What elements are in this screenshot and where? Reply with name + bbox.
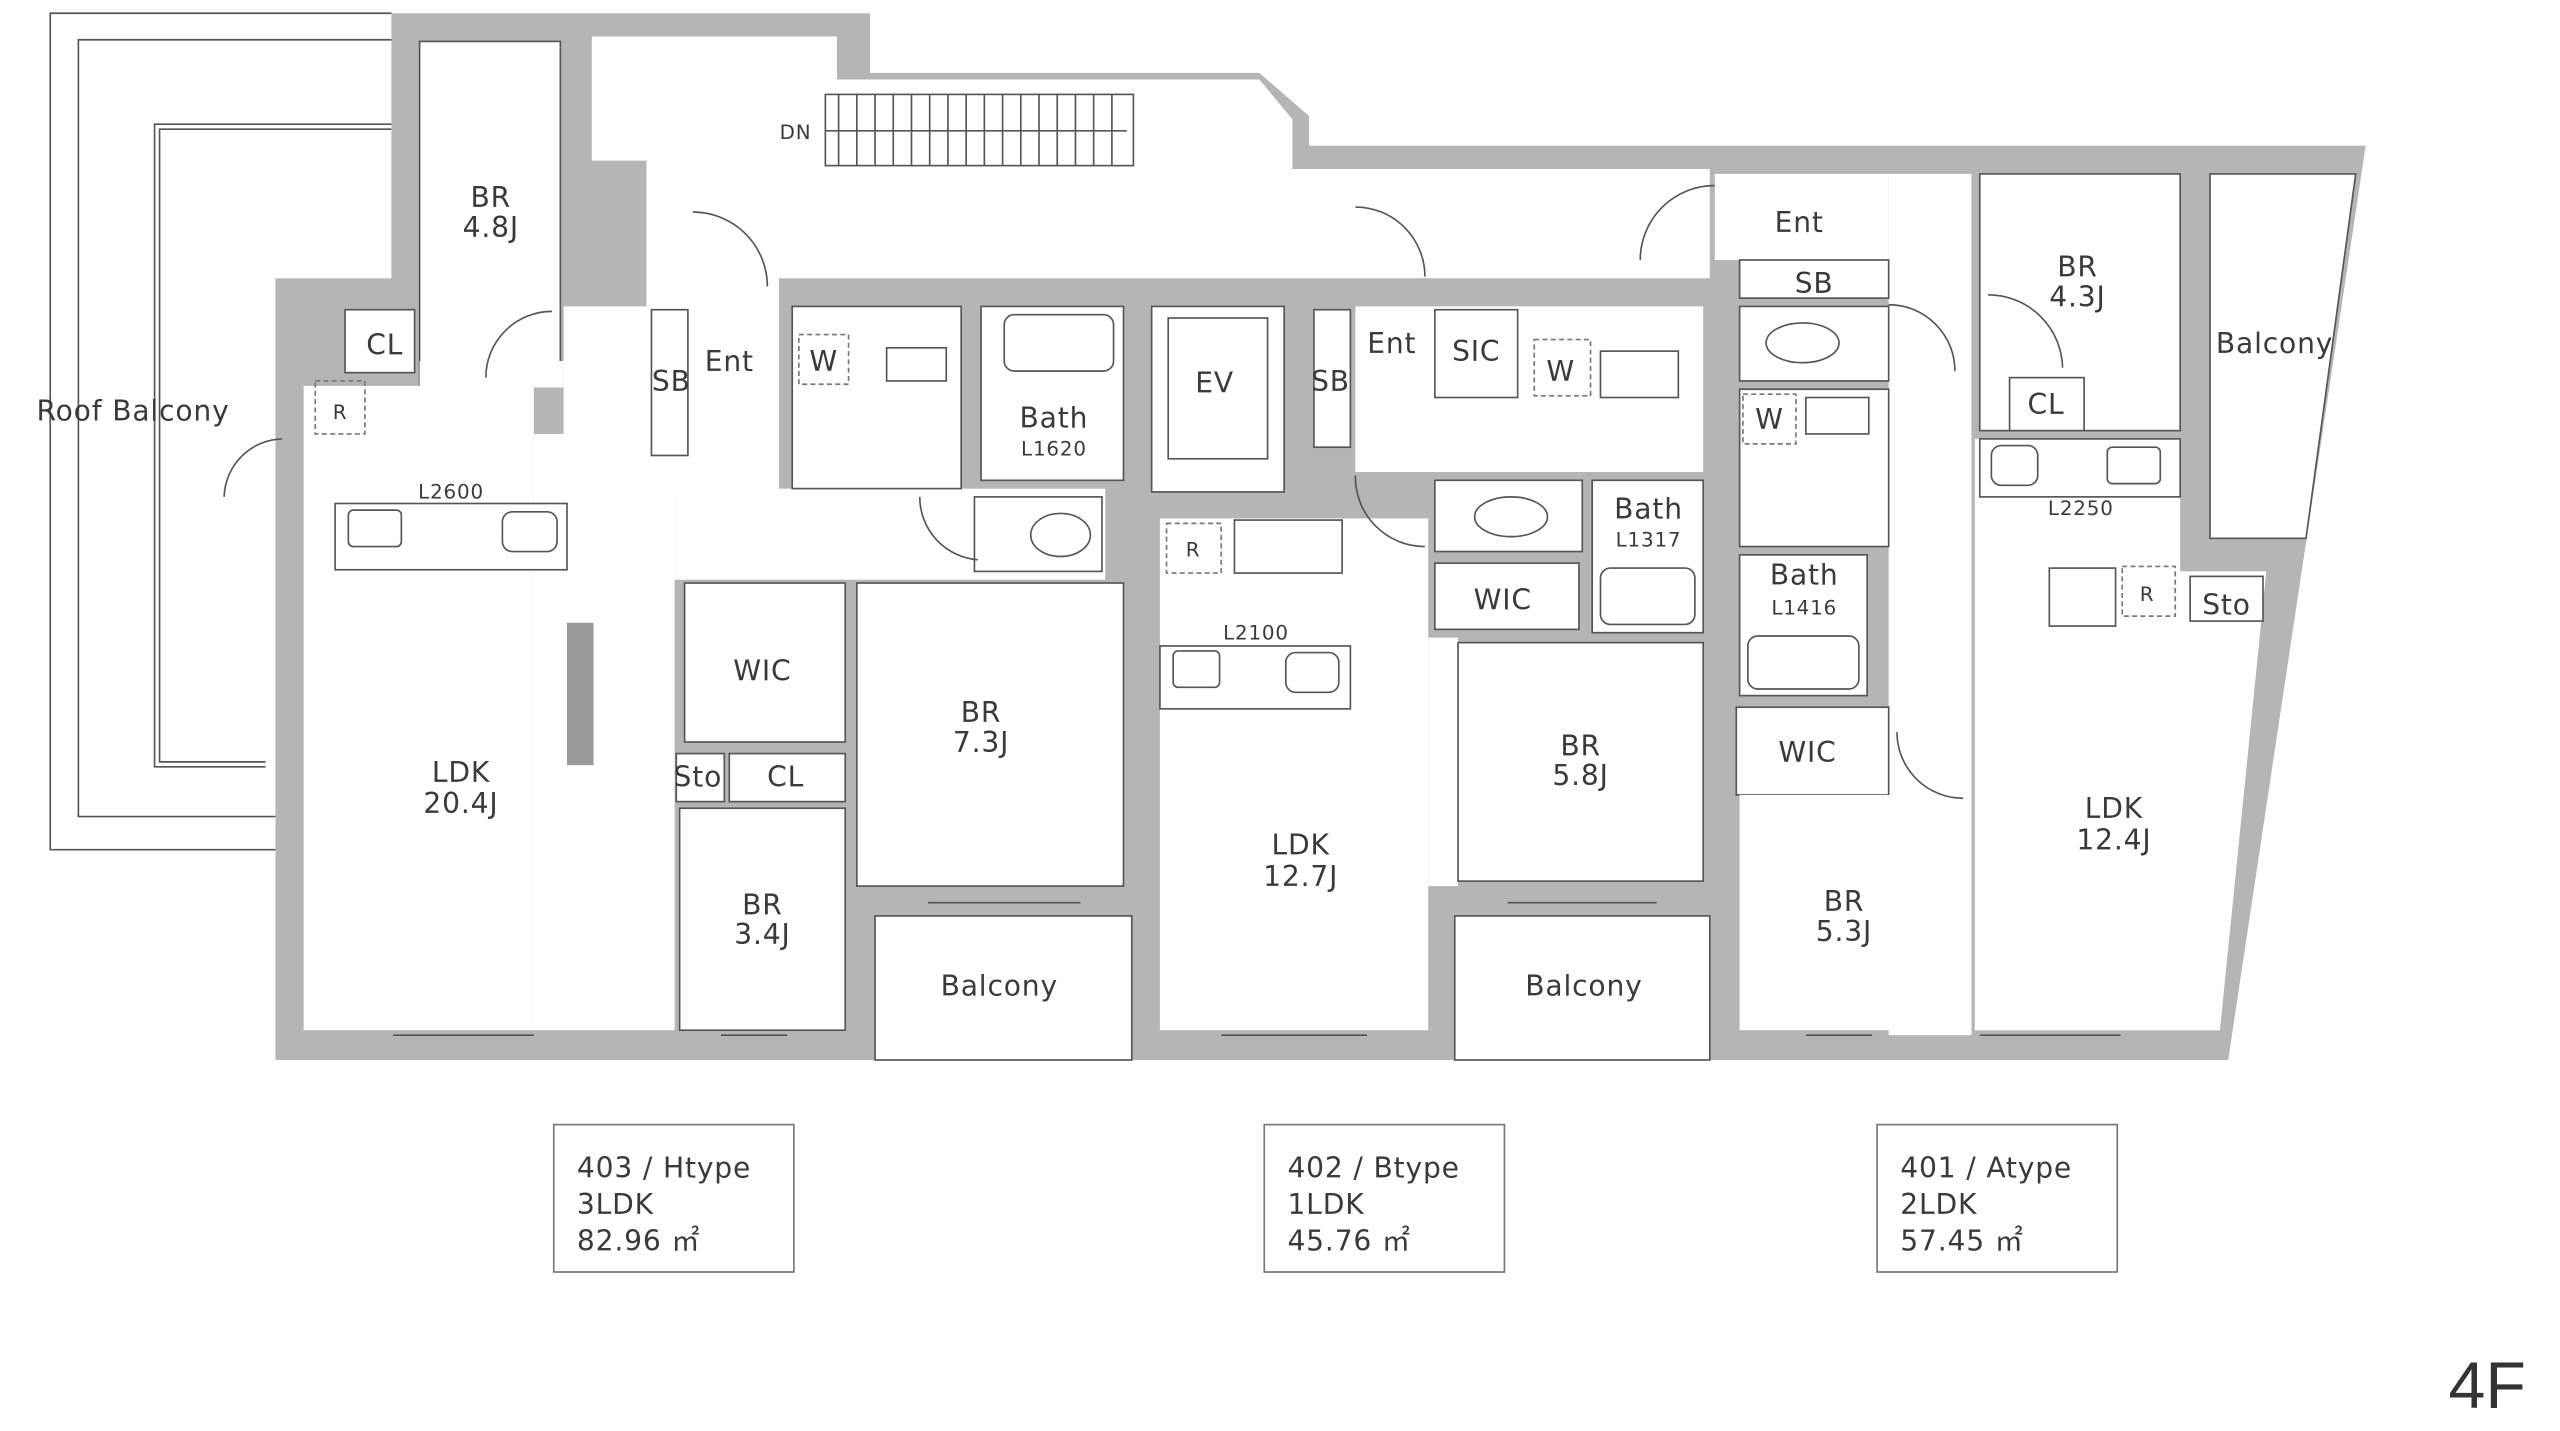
label-401-r: R: [2140, 583, 2155, 606]
label-401-bath: Bath: [1770, 559, 1839, 592]
label-401-balcony: Balcony: [2216, 327, 2333, 360]
label-403-bath: Bath: [1020, 401, 1089, 434]
info-403-name: 403 / Htype: [577, 1152, 751, 1185]
stairs: [824, 93, 1135, 167]
info-403-layout: 3LDK: [577, 1188, 655, 1221]
unit-402: [1150, 206, 1711, 1061]
label-402-bath-size: L1317: [1616, 529, 1682, 552]
label-401-cl: CL: [2028, 388, 2065, 421]
label-401-br1: BR: [1824, 885, 1865, 918]
roof-balcony: [49, 12, 392, 851]
label-401-br2-size: 4.3J: [2049, 280, 2105, 313]
label-403-ldk-size: 20.4J: [423, 787, 498, 820]
label-402-w: W: [1546, 355, 1575, 388]
label-401-ldk: LDK: [2085, 792, 2144, 825]
label-402-br: BR: [1560, 729, 1601, 762]
label-401-br1-size: 5.3J: [1816, 915, 1872, 948]
label-402-counter: L2100: [1223, 621, 1289, 644]
label-402-wic: WIC: [1474, 584, 1532, 617]
floor-label: 4F: [2448, 1349, 2525, 1423]
label-401-w: W: [1755, 403, 1784, 436]
label-403-ent: Ent: [705, 345, 754, 378]
label-403-bath-size: L1620: [1021, 437, 1087, 460]
label-403-counter: L2600: [418, 481, 484, 504]
label-401-counter: L2250: [2048, 497, 2114, 520]
label-402-bath: Bath: [1614, 492, 1683, 525]
label-403-br1: BR: [471, 181, 512, 214]
label-403-r: R: [333, 401, 348, 424]
label-403-ldk: LDK: [432, 756, 491, 789]
label-401-wic: WIC: [1778, 736, 1836, 769]
label-403-br3-size: 3.4J: [734, 918, 790, 951]
label-403-wic: WIC: [733, 655, 791, 688]
label-403-br3: BR: [742, 888, 783, 921]
label-402-balcony: Balcony: [1525, 969, 1642, 1002]
label-402-sic: SIC: [1452, 335, 1500, 368]
label-401-bath-size: L1416: [1771, 596, 1837, 619]
common-hall: [591, 36, 1710, 307]
label-roof-balcony: Roof Balcony: [37, 395, 230, 428]
label-401-br2: BR: [2057, 251, 2098, 284]
unit-info-403: 403 / Htype 3LDK 82.96 ㎡: [552, 1123, 795, 1273]
info-401-area: 57.45 ㎡: [1900, 1224, 2023, 1257]
info-402-area: 45.76 ㎡: [1287, 1224, 1410, 1257]
label-402-br-size: 5.8J: [1552, 759, 1608, 792]
label-402-ldk-size: 12.7J: [1263, 860, 1338, 893]
label-402-sb: SB: [1311, 365, 1350, 398]
info-401-name: 401 / Atype: [1900, 1152, 2072, 1185]
label-402-ent: Ent: [1367, 327, 1416, 360]
unit-info-402: 402 / Btype 1LDK 45.76 ㎡: [1263, 1123, 1506, 1273]
label-401-sto: Sto: [2202, 588, 2251, 621]
unit-401: [1639, 173, 2357, 1036]
unit-info-401: 401 / Atype 2LDK 57.45 ㎡: [1876, 1123, 2119, 1273]
stairs-dn-label: DN: [780, 121, 812, 144]
label-402-ldk: LDK: [1272, 829, 1331, 862]
info-403-area: 82.96 ㎡: [577, 1224, 700, 1257]
label-403-sb: SB: [652, 365, 691, 398]
label-401-ldk-size: 12.4J: [2076, 824, 2151, 857]
info-402-layout: 1LDK: [1287, 1188, 1365, 1221]
label-403-br2-size: 7.3J: [953, 726, 1009, 759]
info-402-name: 402 / Btype: [1287, 1152, 1459, 1185]
label-ev: EV: [1195, 367, 1234, 400]
label-403-balcony: Balcony: [941, 969, 1058, 1002]
label-401-ent: Ent: [1775, 206, 1824, 239]
label-403-cl1: CL: [366, 328, 403, 361]
unit-403: [223, 40, 1133, 1061]
label-403-w: W: [809, 345, 838, 378]
label-403-br1-size: 4.8J: [463, 211, 519, 244]
label-401-sb: SB: [1795, 267, 1834, 300]
label-403-sto: Sto: [674, 761, 723, 794]
label-403-br2: BR: [961, 696, 1002, 729]
label-403-cl2: CL: [767, 761, 804, 794]
info-401-layout: 2LDK: [1900, 1188, 1978, 1221]
label-402-r: R: [1186, 539, 1201, 562]
